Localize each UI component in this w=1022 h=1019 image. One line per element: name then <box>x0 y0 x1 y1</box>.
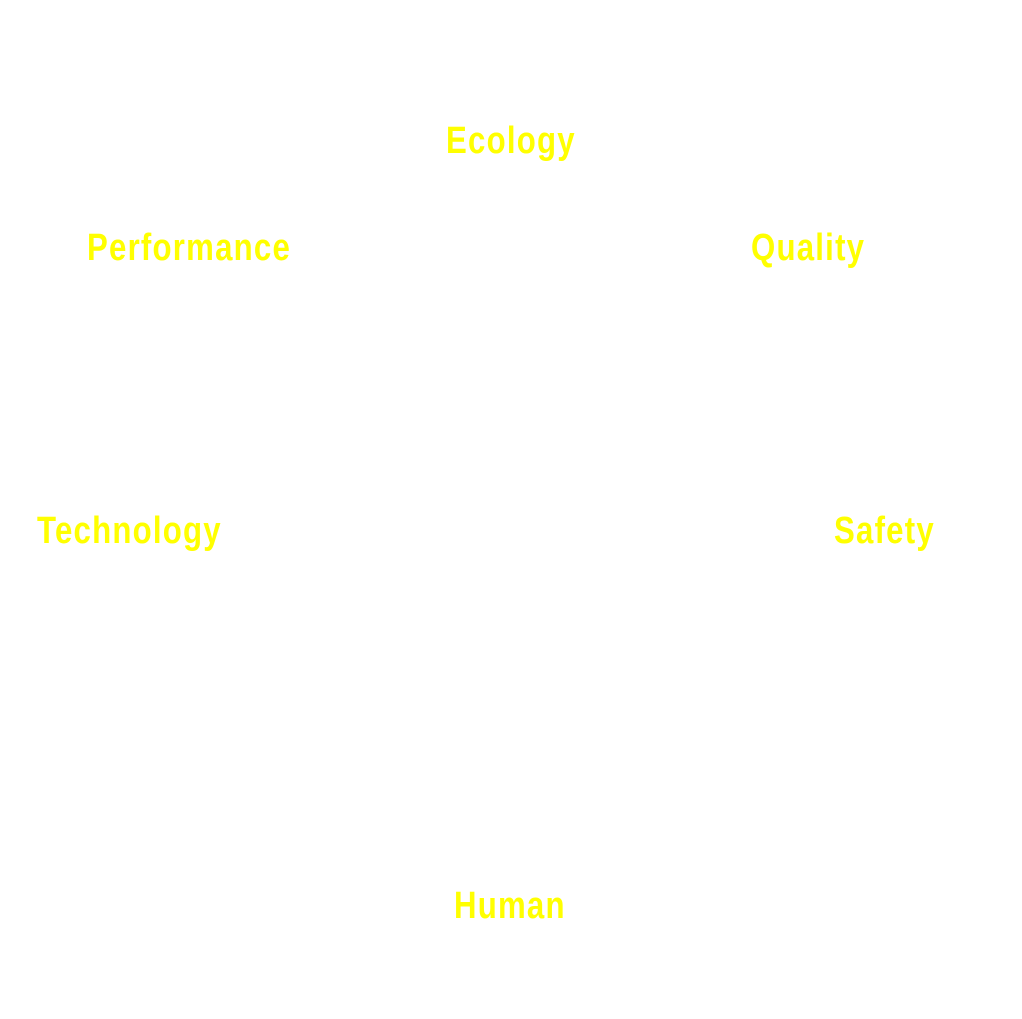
label-human: Human <box>454 885 566 927</box>
label-ecology: Ecology <box>446 120 576 162</box>
label-quality: Quality <box>751 227 866 269</box>
label-technology: Technology <box>37 510 222 552</box>
label-performance: Performance <box>87 227 292 269</box>
label-safety: Safety <box>834 510 935 552</box>
